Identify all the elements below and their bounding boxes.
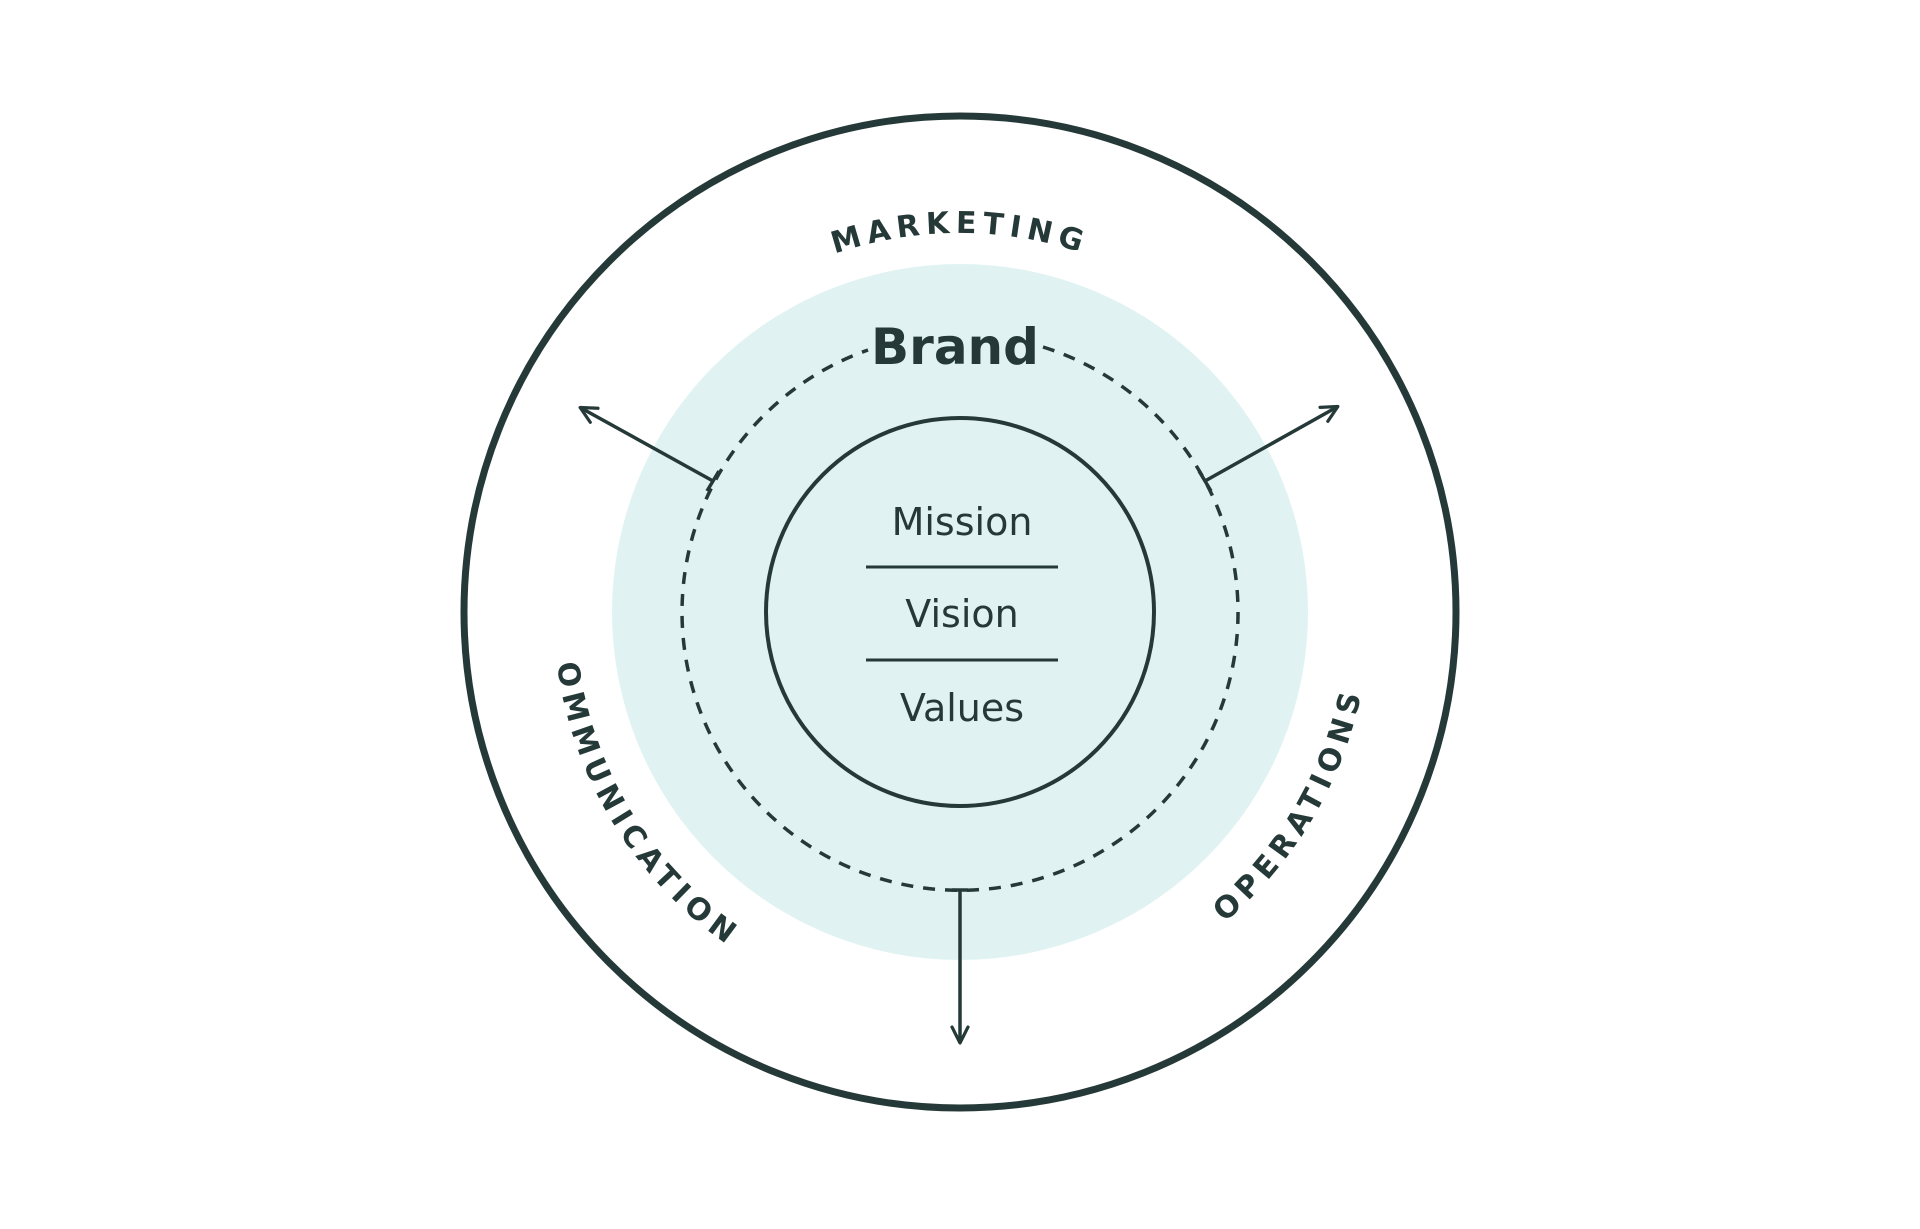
- arrow-up-left: [578, 405, 721, 492]
- marketing-label: MARKETING: [827, 206, 1093, 262]
- communications-label: COMMUNICATIONS: [0, 0, 747, 954]
- arrow-up-left-tail-bar: [705, 470, 721, 492]
- marketing-label-path: MARKETING: [827, 206, 1087, 262]
- core-item-values: Values: [900, 686, 1024, 730]
- brand-dashed-circle: [680, 345, 1240, 893]
- brand-ring-fill: [612, 264, 1308, 960]
- arrow-down: [950, 888, 970, 1045]
- core-circle: [764, 416, 1156, 808]
- core-item-vision: Vision: [905, 592, 1018, 636]
- arrow-up-right: [1197, 404, 1340, 492]
- arrow-up-right-tail-bar: [1197, 470, 1213, 492]
- brand-label: Brand: [871, 318, 1039, 376]
- outer-ring-circle: [460, 112, 1460, 1112]
- communications-label-path: COMMUNICATIONS: [0, 0, 741, 954]
- core-item-mission: Mission: [892, 500, 1033, 544]
